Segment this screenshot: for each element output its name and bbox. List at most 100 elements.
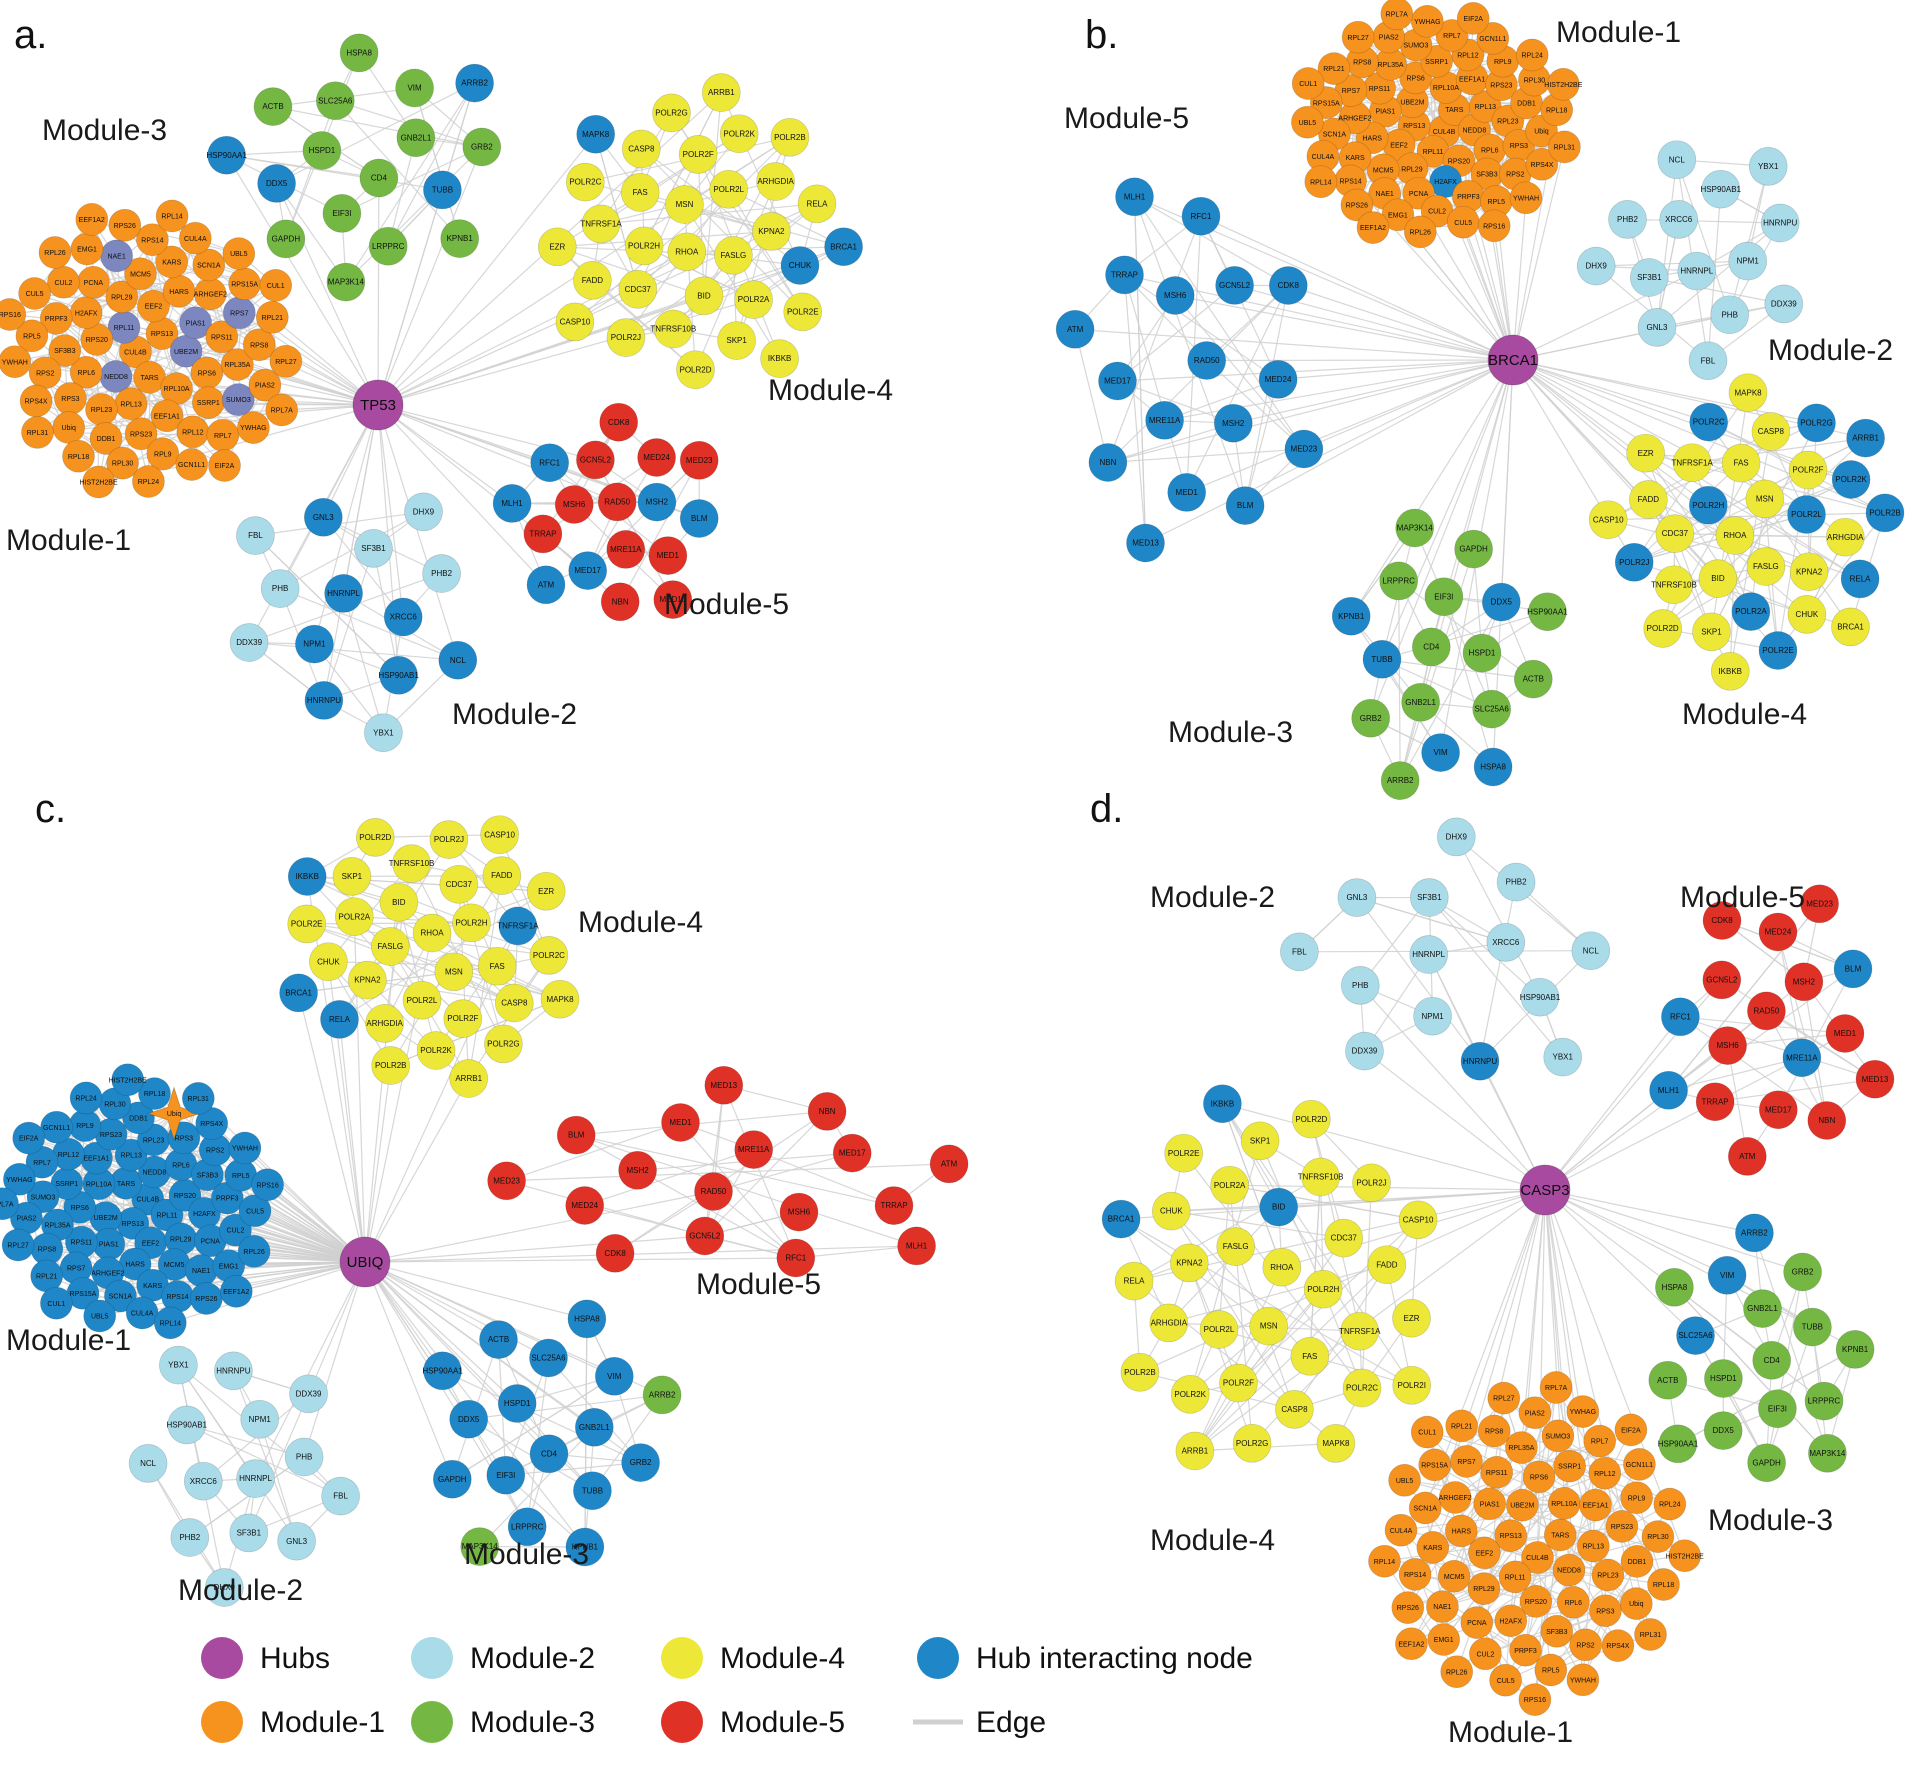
hub-edge <box>1512 359 1709 506</box>
node-label-MSN: MSN <box>445 967 463 976</box>
node-MED24 <box>565 1186 605 1225</box>
nodes-layer <box>0 0 1905 1743</box>
node-label-MCM5: MCM5 <box>1373 167 1394 174</box>
node-label-LRPPRC: LRPPRC <box>372 242 405 251</box>
node-label-ARRB2: ARRB2 <box>1387 776 1414 785</box>
node-label-RPS7: RPS7 <box>230 310 248 317</box>
node-POLR2F <box>1219 1363 1258 1403</box>
node-label-RPL7A: RPL7A <box>1386 11 1409 18</box>
hub-edge <box>338 1019 366 1263</box>
node-LRPPRC <box>1804 1381 1844 1421</box>
node-label-ATM: ATM <box>941 1160 958 1169</box>
node-PHB <box>284 1437 324 1477</box>
node-label-RPL13: RPL13 <box>1583 1544 1605 1551</box>
module-edge <box>327 961 392 1066</box>
node-label-RAD50: RAD50 <box>1194 356 1220 365</box>
node-GCN5L2 <box>1215 266 1254 305</box>
node-MRE11A <box>1782 1038 1822 1078</box>
hub-edge <box>364 1078 470 1263</box>
node-label-CDK8: CDK8 <box>1711 916 1733 925</box>
node-NCL <box>1657 140 1697 180</box>
node-RPL6 <box>1556 1585 1590 1619</box>
node-label-RPL29: RPL29 <box>170 1237 192 1244</box>
node-MSH2 <box>1213 403 1253 443</box>
node-label-POLR2J: POLR2J <box>611 333 641 342</box>
module-edge <box>1414 527 1493 710</box>
node-label-RPL35A: RPL35A <box>44 1223 70 1230</box>
module-edge <box>1133 196 1246 506</box>
module-edge <box>683 204 781 359</box>
node-label-H2AFX: H2AFX <box>193 1211 216 1218</box>
node-label-RPL24: RPL24 <box>1659 1502 1681 1509</box>
node-BLM <box>679 499 719 538</box>
node-DDX39 <box>1345 1031 1384 1071</box>
node-label-RPS7: RPS7 <box>1342 88 1360 95</box>
node-label-SF3B1: SF3B1 <box>1417 893 1442 902</box>
node-RPL14 <box>1304 165 1338 199</box>
node-label-RPS11: RPS11 <box>71 1240 93 1247</box>
node-label-NPM1: NPM1 <box>1422 1012 1445 1021</box>
node-label-RPS8: RPS8 <box>1353 59 1371 66</box>
node-label-VIM: VIM <box>607 1372 622 1381</box>
node-label-SSRP1: SSRP1 <box>1558 1464 1581 1471</box>
module-edge <box>499 834 550 956</box>
node-YWHAH <box>1509 181 1543 215</box>
node-label-UBL5: UBL5 <box>230 251 248 258</box>
module-edge <box>1662 437 1867 629</box>
module-label: Module-2 <box>452 698 577 731</box>
node-label-EEF1A1: EEF1A1 <box>1459 77 1485 84</box>
node-label-FADD: FADD <box>491 871 513 880</box>
node-label-RHOA: RHOA <box>421 929 445 938</box>
node-label-POLR2G: POLR2G <box>1236 1439 1268 1448</box>
node-label-RPS3: RPS3 <box>61 396 79 403</box>
node-BID <box>1259 1187 1299 1227</box>
node-label-NCL: NCL <box>140 1459 157 1468</box>
node-label-FAS: FAS <box>1302 1352 1317 1361</box>
node-YWHAH <box>1566 1663 1600 1697</box>
hub-edge <box>1512 359 1709 423</box>
module-edge <box>1569 1465 1671 1505</box>
node-label-TNFRSF1A: TNFRSF1A <box>497 922 539 931</box>
node-EZR <box>1392 1298 1431 1338</box>
node-ARHGDIA <box>1825 517 1865 557</box>
node-label-MAP3K14: MAP3K14 <box>1809 1449 1846 1458</box>
node-label-RPL31: RPL31 <box>27 430 49 437</box>
node-label-PIAS1: PIAS1 <box>186 320 206 327</box>
module-label: Module-4 <box>768 374 893 407</box>
node-label-PHB2: PHB2 <box>179 1533 200 1542</box>
node-VIM <box>395 68 434 108</box>
node-label-RAD50: RAD50 <box>604 498 630 507</box>
hub-edge <box>1200 215 1514 361</box>
node-CASP10 <box>555 302 595 342</box>
node-label-YWHAH: YWHAH <box>1570 1677 1596 1684</box>
node-HARS <box>1444 1514 1478 1548</box>
node-FAS <box>477 946 517 986</box>
module-edge <box>557 246 705 297</box>
node-label-MED13: MED13 <box>710 1081 737 1090</box>
node-YBX1 <box>364 713 403 753</box>
node-label-ARRB1: ARRB1 <box>1852 434 1879 443</box>
module-edge <box>276 82 475 184</box>
node-FBL <box>236 516 275 555</box>
node-label-RPS8: RPS8 <box>1485 1429 1503 1436</box>
node-label-CUL1: CUL1 <box>267 283 285 290</box>
node-label-SF3B3: SF3B3 <box>54 348 76 355</box>
hub-edge <box>377 133 597 406</box>
node-label-HARS: HARS <box>125 1262 145 1269</box>
node-H2AFX <box>1429 165 1462 198</box>
node-label-HNRNPL: HNRNPL <box>239 1474 272 1483</box>
node-BRCA1 <box>824 227 863 267</box>
node-GCN1L1 <box>1623 1448 1656 1481</box>
node-MED17 <box>568 551 608 590</box>
node-label-KPNA2: KPNA2 <box>1796 567 1823 576</box>
node-RPL24 <box>1515 38 1549 72</box>
node-HIST2H2BE <box>1668 1539 1702 1573</box>
node-label-TRRAP: TRRAP <box>1111 270 1138 279</box>
node-GNB2L1 <box>396 118 436 158</box>
legend-swatch-module4 <box>661 1637 703 1679</box>
node-label-EZR: EZR <box>1404 1314 1420 1323</box>
node-label-YBX1: YBX1 <box>373 728 394 737</box>
node-RPS14 <box>1398 1558 1432 1591</box>
node-FADD <box>1629 480 1668 519</box>
